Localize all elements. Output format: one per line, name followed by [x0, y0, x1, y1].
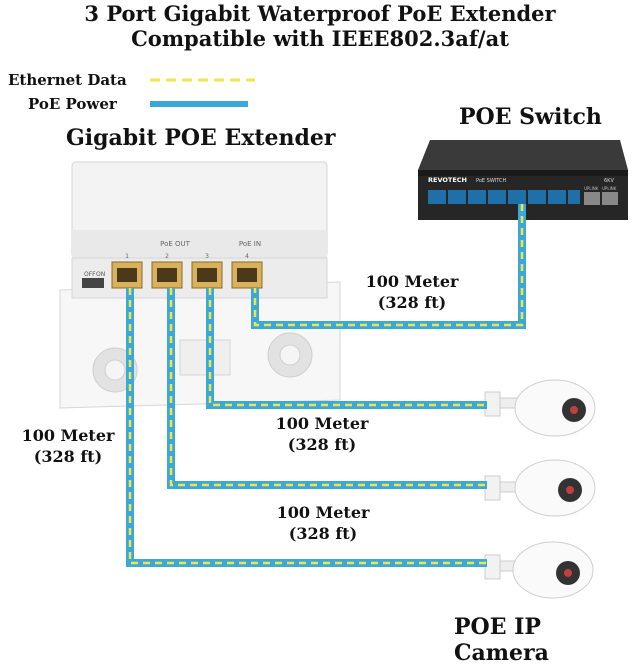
distance-feet: (328 ft)	[33, 447, 103, 466]
distance-meters: 100 Meter	[21, 426, 115, 445]
distance-label-switch: 100 Meter (328 ft)	[357, 271, 467, 313]
extender-port-3	[191, 261, 223, 289]
distance-label-camera-3: 100 Meter (328 ft)	[12, 425, 124, 467]
ip-camera-3	[484, 541, 594, 599]
distance-label-camera-1: 100 Meter (328 ft)	[262, 413, 382, 455]
ip-camera-1	[484, 379, 596, 437]
distance-feet: (328 ft)	[287, 435, 357, 454]
switch-model: PoE SWITCH	[476, 178, 506, 184]
distance-feet: (328 ft)	[377, 293, 447, 312]
distance-label-camera-2: 100 Meter (328 ft)	[268, 502, 378, 544]
cable-extender-to-camera-3	[126, 288, 487, 567]
ip-camera-2	[484, 459, 596, 517]
switch-heading: POE Switch	[459, 104, 602, 130]
switch-off-label: OFF	[84, 271, 96, 278]
extender-port-1	[111, 261, 143, 289]
poe-in-label: PoE IN	[239, 240, 261, 248]
port-number-2: 2	[165, 253, 169, 260]
port-number-1: 1	[125, 253, 129, 260]
cable-extender-to-camera-2	[167, 288, 487, 489]
switch-uplink-1: UPLINK	[584, 186, 599, 191]
cable-extender-to-camera-1	[206, 288, 487, 409]
port-number-4: 4	[245, 253, 249, 260]
distance-meters: 100 Meter	[275, 414, 369, 433]
cable-switch-to-extender	[251, 204, 526, 329]
poe-out-label: PoE OUT	[160, 240, 191, 248]
diagram-title-line-1: 3 Port Gigabit Waterproof PoE Extender	[84, 1, 556, 26]
port-number-3: 3	[205, 253, 209, 260]
distance-meters: 100 Meter	[365, 272, 459, 291]
extender-port-4	[231, 261, 263, 289]
switch-6kv-badge: 6KV	[604, 178, 614, 184]
extender-port-2	[151, 261, 183, 289]
distance-meters: 100 Meter	[276, 503, 370, 522]
switch-uplink-2: UPLINK	[602, 186, 617, 191]
switch-brand: REVOTECH	[428, 176, 467, 184]
extender-heading: Gigabit POE Extender	[66, 125, 336, 151]
legend-poe-label: PoE Power	[28, 95, 117, 113]
switch-on-label: ON	[96, 271, 105, 278]
distance-feet: (328 ft)	[288, 524, 358, 543]
diagram-title-line-2: Compatible with IEEE802.3af/at	[131, 26, 509, 51]
legend-ethernet-label: Ethernet Data	[8, 71, 127, 89]
connection-diagram: PoE OUT PoE IN 1 2 3 4 OFF ON REVOTECH P…	[59, 78, 628, 599]
